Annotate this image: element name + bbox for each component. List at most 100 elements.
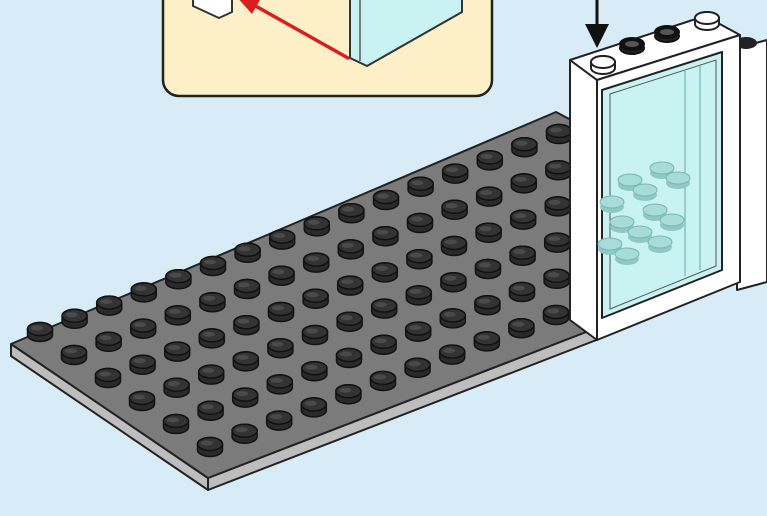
baseplate-stud (267, 337, 294, 359)
baseplate-stud (543, 232, 571, 253)
baseplate-stud (545, 123, 573, 145)
baseplate-stud (302, 252, 330, 273)
baseplate-stud (129, 354, 156, 376)
baseplate-stud (545, 159, 572, 181)
baseplate-stud (266, 374, 294, 395)
baseplate-stud (337, 239, 365, 260)
baseplate-stud (234, 242, 261, 264)
glass-visible-stud (599, 195, 625, 213)
baseplate-stud (130, 282, 158, 303)
down-arrow-icon (585, 0, 609, 48)
baseplate-stud (510, 173, 538, 194)
door-frame-top-studs (590, 11, 720, 75)
baseplate-studs (26, 123, 573, 458)
glass-visible-stud (627, 225, 653, 243)
baseplate-stud (335, 383, 362, 405)
glass-visible-stud (617, 173, 643, 191)
baseplate-stud (197, 400, 224, 422)
baseplate-stud (231, 423, 258, 445)
red-arrow-icon (250, 2, 350, 60)
baseplate-stud (95, 331, 122, 353)
baseplate-stud (438, 344, 466, 365)
baseplate-stud (164, 305, 192, 326)
baseplate-stud (95, 295, 123, 316)
baseplate-stud (199, 255, 227, 277)
baseplate-stud (163, 341, 191, 362)
baseplate-stud (372, 225, 399, 247)
baseplate-stud (473, 331, 501, 352)
baseplate-stud (128, 390, 156, 412)
baseplate-stud (543, 268, 570, 290)
baseplate-stud (509, 209, 537, 230)
glass-visible-studs (597, 161, 691, 265)
baseplate-stud (406, 248, 433, 270)
baseplate-stud (407, 176, 434, 198)
baseplate-stud (300, 397, 328, 418)
baseplate-stud (61, 308, 88, 330)
baseplate-stud (508, 281, 536, 303)
baseplate-stud (441, 199, 468, 221)
baseplate-stud (440, 271, 467, 293)
baseplate-stud (301, 324, 329, 346)
baseplate-stud (265, 410, 293, 431)
baseplate-stud (542, 304, 570, 326)
baseplate-stud (475, 186, 503, 207)
callout-frame-piece-icon (192, 0, 233, 19)
baseplate-stud (302, 288, 329, 310)
glass-visible-stud (632, 183, 658, 201)
baseplate-stud (336, 275, 364, 296)
glass-visible-stud (665, 171, 691, 189)
baseplate-stud (335, 347, 363, 369)
baseplate-stud (439, 308, 467, 329)
callout-glass-panel-icon (349, 0, 463, 67)
baseplate-stud (26, 321, 54, 343)
baseplate-stud (404, 357, 431, 379)
baseplate-stud (233, 314, 260, 336)
baseplate-stud (405, 285, 433, 306)
callout-box (161, 0, 494, 98)
baseplate-stud (268, 229, 296, 250)
baseplate-stud (198, 328, 226, 349)
glass-visible-stud (659, 213, 685, 231)
baseplate-stud (440, 235, 468, 257)
baseplate-stud (197, 364, 225, 385)
glass-visible-stud (609, 215, 635, 233)
glass-visible-stud (647, 235, 673, 253)
white-door-frame-icon (569, 11, 767, 341)
baseplate-stud (196, 436, 224, 458)
baseplate-stud (231, 387, 259, 408)
door-frame-side (569, 59, 598, 341)
baseplate-stud (370, 334, 397, 356)
baseplate-stud (370, 298, 398, 319)
baseplate-stud (163, 377, 190, 399)
baseplate-stud (303, 216, 331, 237)
wall-panel-right (736, 39, 767, 291)
gray-baseplate-icon (10, 111, 600, 491)
red-arrowhead-icon (236, 0, 260, 14)
baseplate-stud (267, 301, 295, 323)
baseplate-stud (60, 344, 88, 366)
baseplate-stud (199, 291, 226, 313)
baseplate-stud (268, 265, 295, 287)
baseplate-stud (165, 268, 192, 290)
baseplate-stud (371, 262, 399, 283)
baseplate-stud (475, 222, 502, 244)
baseplate-stud (508, 317, 535, 339)
baseplate-stud (162, 413, 190, 435)
baseplate-stud (476, 150, 504, 171)
baseplate-stud (232, 351, 260, 372)
baseplate-stud (441, 163, 469, 184)
baseplate-stud (233, 278, 261, 300)
baseplate-stud (474, 258, 502, 280)
baseplate-stud (372, 189, 400, 211)
baseplate-stud (511, 136, 538, 158)
baseplate-stud (406, 212, 434, 234)
baseplate-stud (474, 294, 501, 316)
baseplate-stud (336, 311, 363, 333)
baseplate-stud (301, 360, 328, 382)
baseplate-stud (509, 245, 536, 267)
baseplate-stud (544, 196, 572, 217)
baseplate-stud (404, 321, 432, 342)
